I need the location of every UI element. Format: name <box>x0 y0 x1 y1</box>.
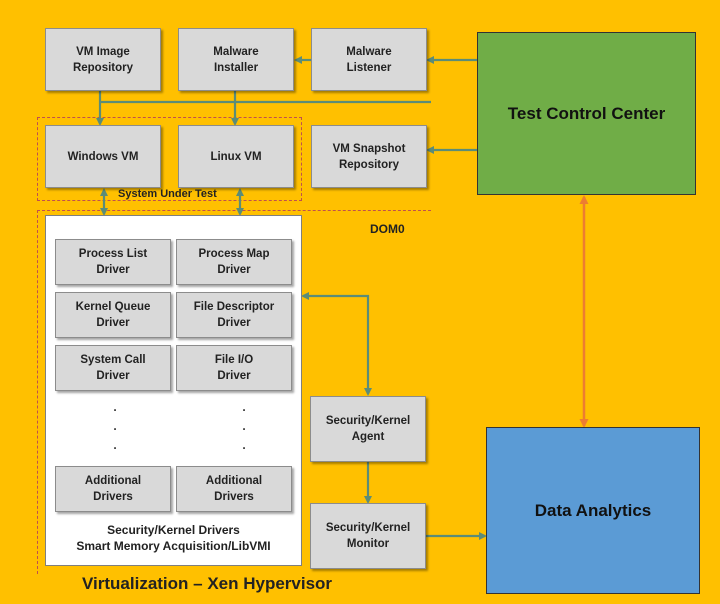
vm-image-repository-box: VM Image Repository <box>45 28 161 91</box>
hypervisor-label: Virtualization – Xen Hypervisor <box>82 574 333 593</box>
drivers-panel-caption: Security/Kernel Drivers Smart Memory Acq… <box>76 523 271 553</box>
file-descriptor-driver-box: File Descriptor Driver <box>176 292 292 338</box>
security-kernel-agent-box: Security/Kernel Agent <box>310 396 426 462</box>
malware-installer-box: Malware Installer <box>178 28 294 91</box>
additional-drivers-right-box: Additional Drivers <box>176 466 292 512</box>
kernel-queue-driver-box: Kernel Queue Driver <box>55 292 171 338</box>
data-analytics-block: Data Analytics <box>486 427 700 594</box>
ellipsis-left: . . . <box>113 400 117 452</box>
drivers-agent-link <box>301 292 372 396</box>
test-control-center-block: Test Control Center <box>477 32 696 195</box>
system-under-test-region <box>37 117 302 201</box>
dom0-region <box>37 210 431 574</box>
system-under-test-label: System Under Test <box>118 188 217 200</box>
process-map-driver-box: Process Map Driver <box>176 239 292 285</box>
security-kernel-monitor-box: Security/Kernel Monitor <box>310 503 426 569</box>
malware-listener-box: Malware Listener <box>311 28 427 91</box>
file-io-driver-box: File I/O Driver <box>176 345 292 391</box>
windows-vm-box: Windows VM <box>45 125 161 188</box>
ellipsis-right: . . . <box>242 400 246 452</box>
system-call-driver-box: System Call Driver <box>55 345 171 391</box>
process-list-driver-box: Process List Driver <box>55 239 171 285</box>
vm-snapshot-repository-box: VM Snapshot Repository <box>311 125 427 188</box>
linux-vm-box: Linux VM <box>178 125 294 188</box>
additional-drivers-left-box: Additional Drivers <box>55 466 171 512</box>
dom0-label: DOM0 <box>370 222 405 236</box>
